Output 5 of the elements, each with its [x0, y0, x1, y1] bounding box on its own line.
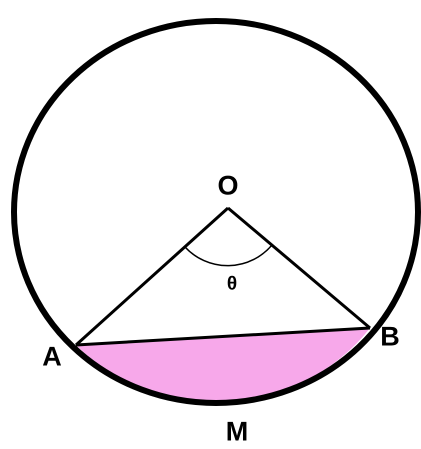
point-label: O	[218, 172, 238, 200]
angle-label: θ	[226, 274, 238, 294]
point-label: M	[226, 418, 248, 446]
point-label: B	[380, 324, 400, 350]
point-label: A	[42, 344, 62, 370]
